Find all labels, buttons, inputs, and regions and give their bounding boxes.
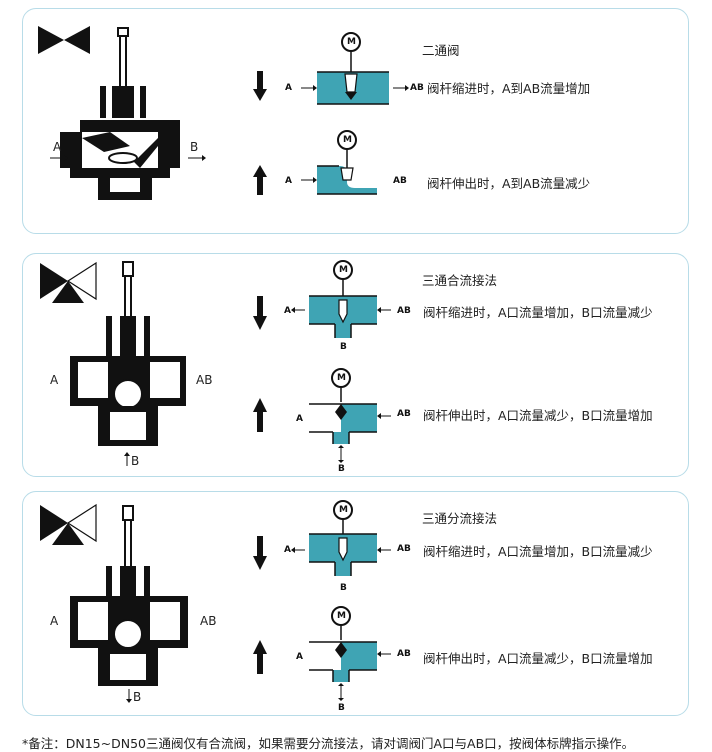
valve-right-label: B	[190, 140, 199, 154]
valve-bottom-arrow	[126, 689, 132, 703]
three-way-mixing-valve-cross-section	[70, 261, 186, 446]
section-title: 三通分流接法	[422, 511, 498, 526]
left-port-label: A	[296, 652, 303, 662]
left-port-label: A	[285, 83, 292, 93]
row-description: 阀杆伸出时，A到AB流量减少	[427, 176, 591, 191]
motor-symbol: M	[339, 505, 348, 515]
stem-retract-arrow-icon	[253, 296, 267, 330]
flow-diagram-two-way-extend	[301, 130, 377, 195]
motor-symbol: M	[343, 135, 352, 145]
valve-bottom-label: B	[131, 454, 140, 468]
footnote: *备注：DN15~DN50三通阀仅有合流阀，如果需要分流接法，请对调阀门A口与A…	[22, 736, 635, 751]
bottom-port-label: B	[340, 583, 347, 593]
right-port-label: AB	[397, 649, 411, 659]
three-way-mixing-symbol	[40, 261, 97, 303]
right-port-label: AB	[397, 409, 411, 419]
flow-diagram-mixing-retract	[291, 260, 391, 338]
bottom-port-label: B	[338, 464, 345, 474]
valve-left-label: A	[53, 140, 62, 154]
three-way-diverting-valve-cross-section	[70, 505, 188, 686]
right-port-label: AB	[397, 544, 411, 554]
valve-left-label: A	[50, 614, 59, 628]
section-title: 三通合流接法	[422, 273, 498, 288]
left-port-label: A	[296, 414, 303, 424]
motor-symbol: M	[337, 373, 346, 383]
motor-symbol: M	[347, 37, 356, 47]
row-description: 阀杆缩进时，A到AB流量增加	[427, 81, 591, 96]
valve-left-arrow	[50, 155, 68, 161]
flow-diagram-two-way-retract	[301, 32, 409, 105]
three-way-diverting-symbol	[40, 503, 97, 545]
motor-symbol: M	[337, 611, 346, 621]
right-port-label: AB	[393, 176, 407, 186]
row-description: 阀杆伸出时，A口流量减少，B口流量增加	[423, 651, 653, 666]
flow-diagram-diverting-extend	[309, 606, 391, 701]
stem-retract-arrow-icon	[253, 536, 267, 570]
right-port-label: AB	[397, 306, 411, 316]
row-description: 阀杆伸出时，A口流量减少，B口流量增加	[423, 408, 653, 423]
right-port-label: AB	[410, 83, 424, 93]
left-port-label: A	[284, 545, 291, 555]
motor-symbol: M	[339, 265, 348, 275]
two-way-symbol	[38, 26, 90, 54]
valve-right-label: AB	[196, 373, 213, 387]
left-port-label: A	[284, 306, 291, 316]
valve-bottom-arrow	[124, 452, 130, 466]
row-description: 阀杆缩进时，A口流量增加，B口流量减少	[423, 544, 653, 559]
stem-retract-arrow-icon	[253, 71, 267, 101]
valve-right-label: AB	[200, 614, 217, 628]
bottom-port-label: B	[338, 703, 345, 713]
row-description: 阀杆缩进时，A口流量增加，B口流量减少	[423, 305, 653, 320]
stem-extend-arrow-icon	[253, 398, 267, 432]
two-way-valve-cross-section	[60, 27, 180, 200]
bottom-port-label: B	[340, 342, 347, 352]
stem-extend-arrow-icon	[253, 640, 267, 674]
flow-diagram-mixing-extend	[309, 368, 391, 463]
valve-left-label: A	[50, 373, 59, 387]
flow-diagram-diverting-retract	[291, 500, 391, 576]
valve-right-arrow	[188, 155, 206, 161]
valve-bottom-label: B	[133, 690, 142, 704]
stem-extend-arrow-icon	[253, 165, 267, 195]
section-title: 二通阀	[422, 43, 460, 58]
left-port-label: A	[285, 176, 292, 186]
